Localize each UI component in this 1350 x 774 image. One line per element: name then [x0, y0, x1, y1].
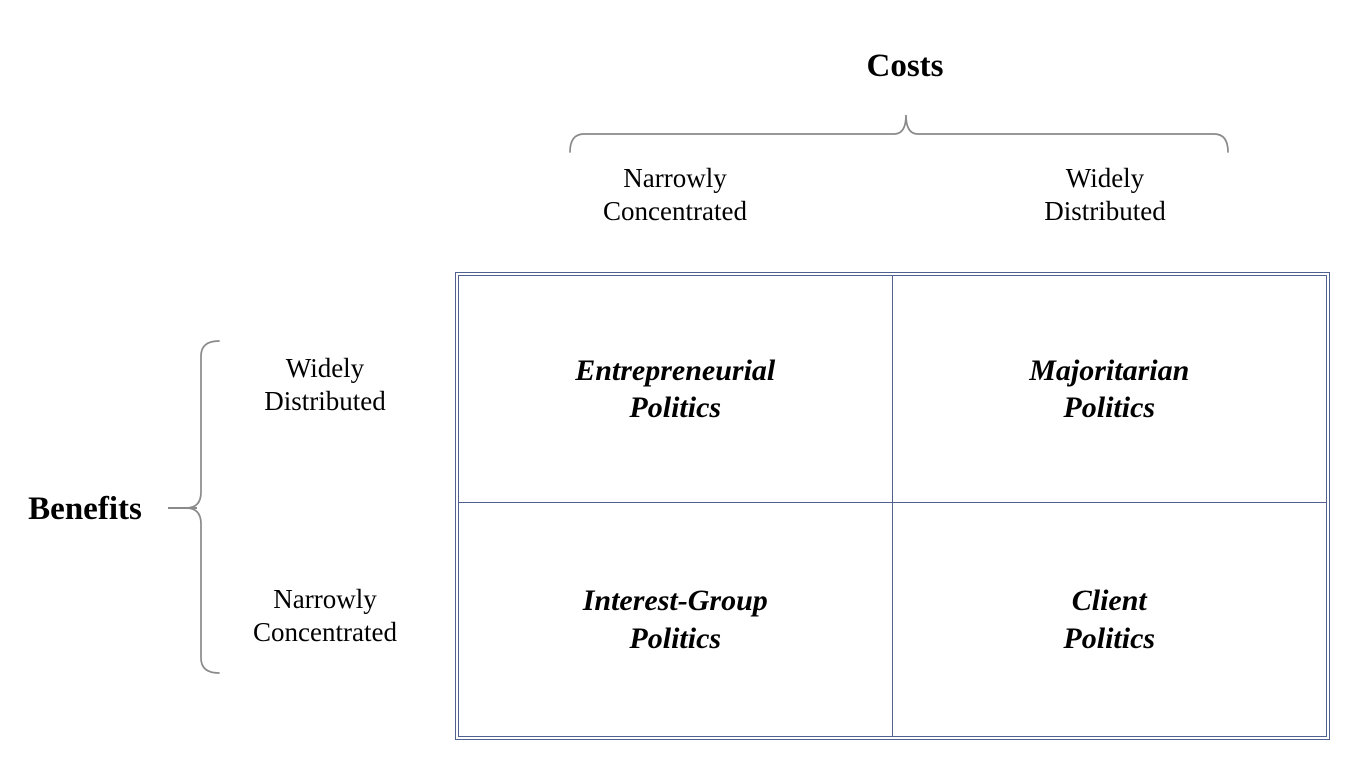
matrix-grid: Entrepreneurial Politics Majoritarian Po… — [458, 275, 1327, 737]
cell-label: Majoritarian Politics — [1029, 353, 1190, 425]
cell-majoritarian-politics: Majoritarian Politics — [892, 276, 1326, 503]
cell-label: Entrepreneurial Politics — [575, 353, 776, 425]
benefits-brace-icon — [185, 340, 220, 674]
costs-brace-icon — [569, 114, 1229, 153]
cell-label: Client Politics — [1063, 584, 1156, 655]
row-label-narrowly-concentrated: Narrowly Concentrated — [253, 584, 397, 647]
matrix-table: Entrepreneurial Politics Majoritarian Po… — [455, 272, 1330, 740]
column-label-narrowly-concentrated: Narrowly Concentrated — [603, 163, 747, 226]
row-label-widely-distributed: Widely Distributed — [264, 353, 386, 416]
costs-axis-title: Costs — [866, 48, 944, 84]
benefits-connector-line — [168, 507, 197, 509]
cell-label: Interest-Group Politics — [582, 584, 768, 655]
cell-entrepreneurial-politics: Entrepreneurial Politics — [459, 276, 893, 503]
cell-interest-group-politics: Interest-Group Politics — [459, 503, 893, 736]
column-label-widely-distributed: Widely Distributed — [1044, 163, 1166, 226]
cell-client-politics: Client Politics — [893, 503, 1327, 736]
benefits-axis-title: Benefits — [28, 491, 142, 527]
